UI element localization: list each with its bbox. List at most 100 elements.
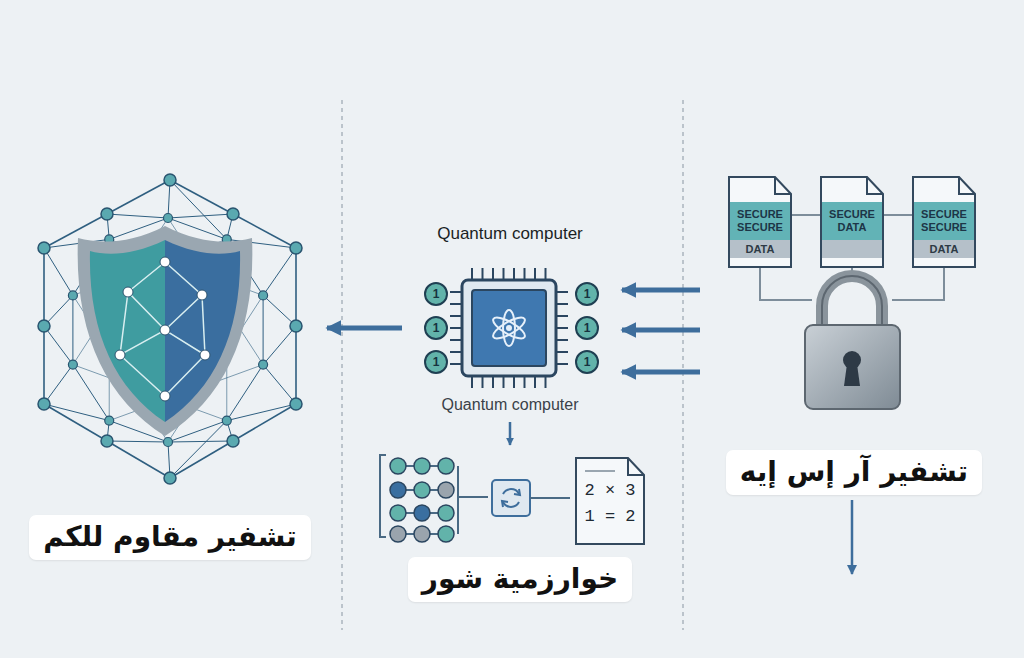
chip-pin [534,376,536,388]
document-link [792,214,820,216]
chip-pin [513,268,515,280]
document-fold [628,458,644,475]
document-strip [822,240,882,258]
data-document: SECURE SECURE DATA [728,176,792,268]
network-line [107,441,168,442]
caption-box: تشفير مقاوم للكم [29,515,311,560]
chip-pin [545,268,547,280]
network-line [233,404,296,441]
qubit-value: 1 [577,286,597,302]
algorithm-grid [390,482,406,498]
network-dot [101,208,113,220]
document-band-text: SECURE SECURE [728,202,792,240]
document-body [913,177,975,267]
equation-text: 2 × 3 [575,481,645,500]
document-strip [730,240,790,258]
document-text: DATA [927,243,962,256]
network-dot [38,320,50,332]
chip-pin [482,268,484,280]
padlock-icon [822,276,882,332]
document-body [729,177,791,267]
data-document: SECURE DATA [820,176,884,268]
algorithm-grid [458,466,488,534]
network-dot [105,416,114,425]
chip-pin [513,376,515,388]
shield-icon [115,257,210,401]
column-divider [342,100,683,630]
document-body [576,458,644,544]
chip-pin [450,363,462,365]
algorithm-grid [390,505,406,521]
qubit-value: 1 [577,320,597,336]
chip-pin [556,327,568,329]
chip-pin [556,303,568,305]
algorithm-grid [390,458,454,542]
network-line [295,326,297,404]
algorithm-grid [438,482,454,498]
quantum-chip [450,268,568,388]
math-document: 2 × 31 = 2 [575,457,645,545]
flow-arrow [622,328,700,333]
document-link [892,268,944,300]
network-line [107,214,168,218]
network-line [170,421,227,478]
algorithm-grid [380,455,488,542]
column-divider [341,100,342,630]
network-line [263,365,296,404]
network-line [107,180,170,214]
chip-pin [556,339,568,341]
network-line [72,295,73,364]
quantum-chip [472,290,546,366]
algorithm-grid [414,526,430,542]
flow-arrow [327,326,402,331]
network-line [44,365,73,404]
network-dot [164,472,176,484]
shield-icon [160,257,170,267]
chip-label: Quantum computer [410,396,610,414]
document-band-text: DATA [728,240,792,258]
document-band-text: SECURE SECURE [912,202,976,240]
network-dot [290,398,302,410]
document-text: DATA [743,243,778,256]
network-line [168,214,233,218]
chip-pin [450,327,462,329]
algorithm-grid [438,458,454,474]
chip-pin [503,268,505,280]
document-band-text: SECURE DATA [820,202,884,240]
network-hexagon [38,174,302,484]
document-fold [959,177,975,194]
shield-icon [200,350,210,360]
shield-icon [123,287,133,297]
quantum-chip [490,314,527,342]
algorithm-grid [438,526,454,542]
network-line [73,365,109,421]
shield-icon [78,226,253,436]
chip-pin [534,268,536,280]
padlock-icon [805,325,900,409]
network-dot [222,416,231,425]
data-document: SECURE SECURE DATA [912,176,976,268]
chip-pin [471,376,473,388]
document-text: SECURE SECURE [912,208,976,233]
qubit-circle [576,317,598,339]
chip-pin [556,363,568,365]
network-line [44,404,107,441]
chip-pin [556,315,568,317]
document-text: SECURE DATA [820,208,884,233]
padlock-icon [822,276,882,332]
algorithm-grid [414,505,430,521]
qubit-value: 1 [426,286,446,302]
document-fold [775,177,791,194]
shield-icon [160,325,170,335]
qubit-circle [576,351,598,373]
process-icon [503,489,519,507]
quantum-chip [462,280,556,376]
network-line [44,326,73,365]
process-icon [530,497,570,499]
document-fold [867,177,883,194]
network-line [168,441,233,442]
qubit-circle [576,283,598,305]
network-line [263,326,296,365]
chip-pin [556,291,568,293]
